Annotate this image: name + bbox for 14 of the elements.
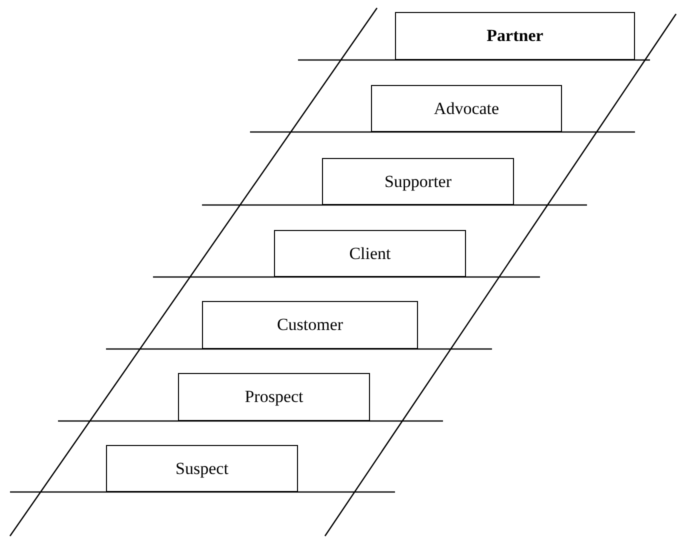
step-label: Suspect bbox=[176, 458, 228, 478]
step-box bbox=[371, 85, 562, 132]
step-box bbox=[322, 158, 514, 205]
step-box bbox=[178, 373, 370, 421]
step-box bbox=[395, 12, 635, 60]
step-label: Partner bbox=[486, 26, 544, 46]
step-label: Prospect bbox=[244, 387, 304, 407]
step-box bbox=[202, 301, 418, 349]
step-label: Customer bbox=[276, 315, 344, 335]
step-box bbox=[106, 445, 298, 492]
step-label: Supporter bbox=[384, 172, 452, 192]
step-label: Advocate bbox=[434, 98, 500, 118]
step-box bbox=[274, 230, 466, 277]
step-label: Client bbox=[349, 244, 391, 264]
